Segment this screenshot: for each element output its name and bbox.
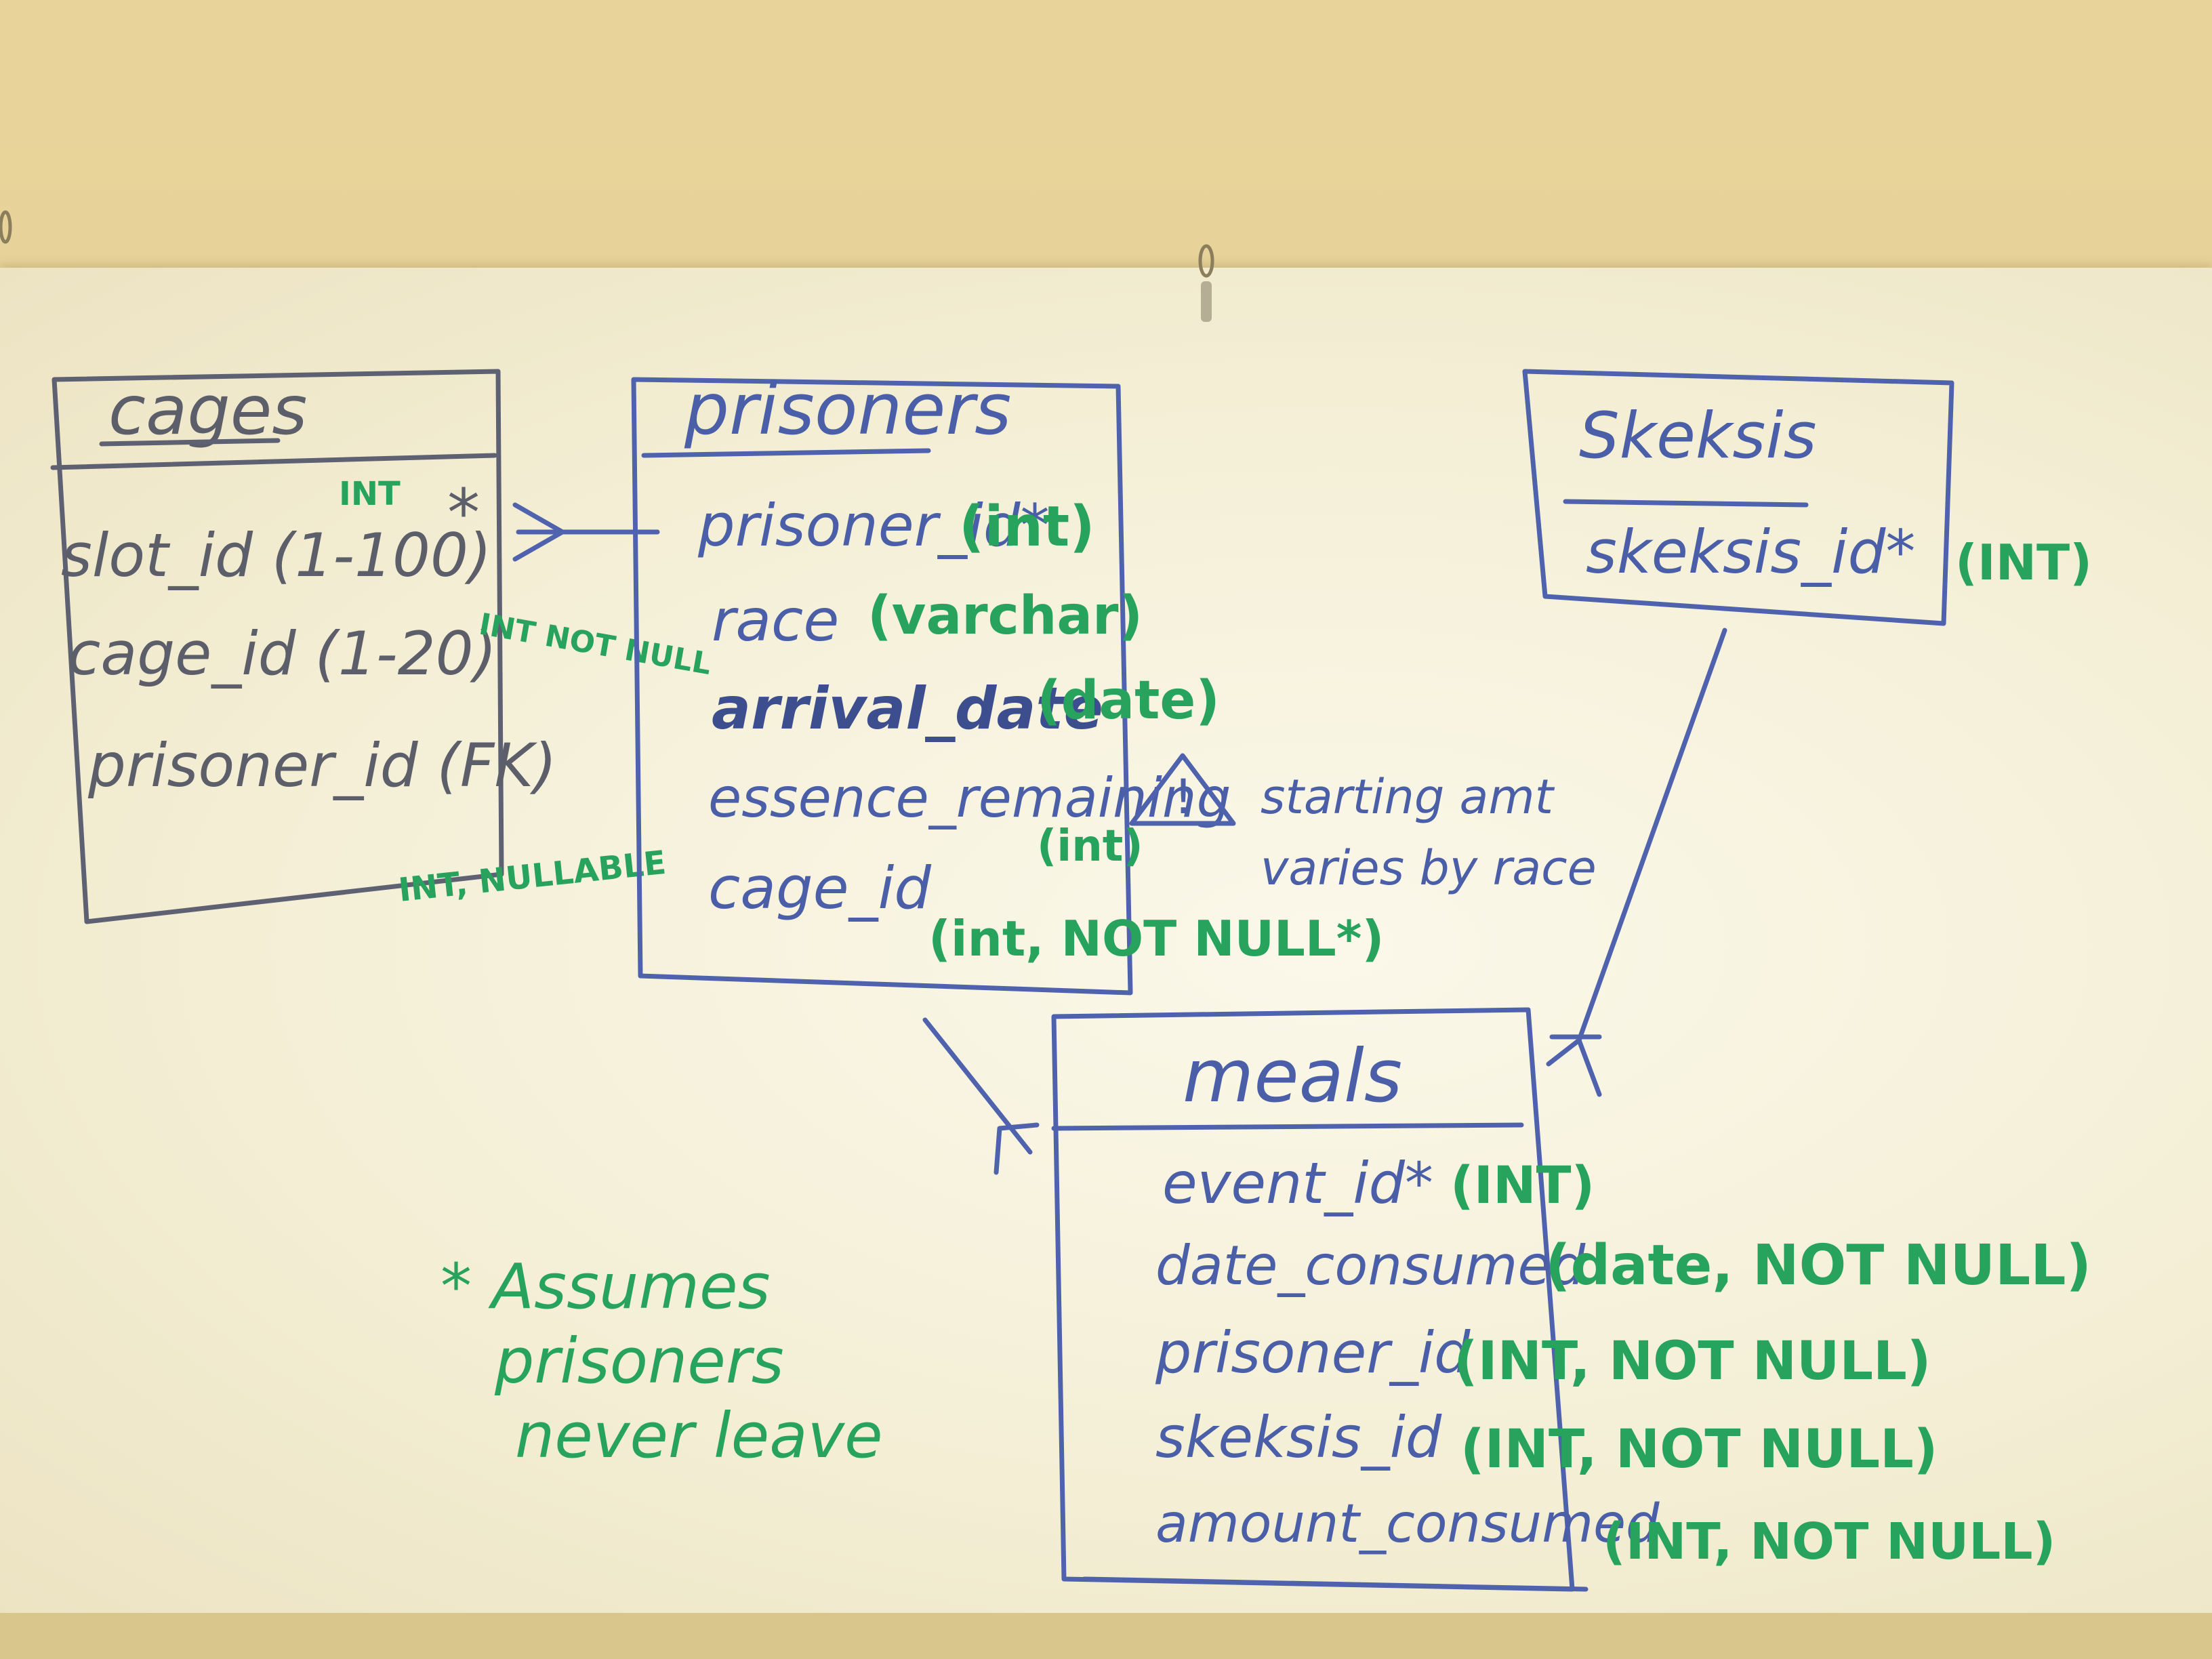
skeksis-border [1522, 369, 1954, 626]
table-prisoners: prisoners prisoner_id* (int) race (varch… [631, 368, 1597, 996]
meals-title: meals [1183, 1034, 1402, 1119]
cages-title: cages [108, 371, 307, 450]
prisoners-field-race-type: (varchar) [867, 586, 1143, 647]
prisoners-title: prisoners [684, 368, 1011, 451]
cages-field-cage-id-note: INT NOT NULL [476, 607, 714, 682]
prisoners-field-prisoner-id: prisoner_id* [697, 492, 1050, 560]
table-cages: cages slot_id (1-100) * INT cage_id (1-2… [50, 369, 714, 924]
hook-icon [1198, 244, 1214, 322]
cages-divider [50, 453, 497, 470]
prisoners-field-prisoner-id-type: (int) [959, 495, 1095, 559]
crow-foot-mark [512, 502, 565, 562]
footnote: * Assumes prisoners never leave [441, 1250, 883, 1472]
relation-line [922, 1017, 1033, 1155]
meals-field-date-consumed-type: (date, NOT NULL) [1545, 1233, 2091, 1298]
prisoners-field-arrival-date: arrival_date [712, 675, 1103, 743]
meals-field-date-consumed: date_consumed [1155, 1234, 1586, 1297]
cages-field-prisoner-id: prisoner_id (FK) [87, 731, 557, 800]
meals-divider [1051, 1122, 1524, 1131]
meals-field-event-id-type: (INT) [1450, 1155, 1595, 1215]
prisoners-field-arrival-date-type: (date) [1037, 670, 1220, 731]
meals-field-amount-consumed-type: (INT, NOT NULL) [1603, 1513, 2055, 1571]
meals-field-prisoner-id: prisoner_id [1155, 1319, 1471, 1386]
skeksis-divider [1563, 499, 1809, 508]
prisoners-field-cage-id: cage_id [708, 855, 931, 922]
meals-bottom-line [1082, 1576, 1589, 1592]
table-skeksis: Skeksis skeksis_id* (INT) [1522, 369, 2092, 626]
cages-field-slot-id-mark: * [447, 475, 480, 551]
cages-field-slot-id-note: INT [339, 475, 401, 513]
crow-foot-mark [994, 1122, 1040, 1175]
meals-field-amount-consumed: amount_consumed [1155, 1494, 1660, 1555]
cages-title-underline [99, 438, 281, 447]
crow-foot-mark [1546, 1034, 1602, 1097]
cages-field-cage-id: cage_id (1-20) [68, 619, 497, 689]
meals-field-skeksis-id: skeksis_id [1155, 1404, 1442, 1471]
skeksis-field-skeksis-id-type: (INT) [1955, 534, 2092, 591]
relation-prisoners-meals [922, 1017, 1040, 1175]
prisoners-field-race: race [712, 587, 839, 655]
cages-field-prisoner-id-note: INT, NULLABLE [396, 844, 668, 909]
cages-border [52, 369, 504, 924]
prisoners-border [631, 377, 1133, 996]
cages-field-slot-id: slot_id (1-100) [61, 520, 491, 590]
hook-icon [0, 210, 12, 244]
relation-skeksis-meals [1546, 628, 1727, 1097]
table-meals: meals event_id* (INT) date_consumed (dat… [1051, 1007, 2091, 1592]
warning-symbol: ! [1174, 769, 1193, 825]
prisoners-field-cage-id-type: (int, NOT NULL*) [928, 910, 1384, 967]
prisoners-title-underline [641, 448, 931, 458]
prisoners-field-essence-remaining: essence_remaining [708, 766, 1231, 830]
relation-line [1576, 628, 1727, 1043]
skeksis-title: Skeksis [1579, 399, 1816, 473]
board-tray [0, 1613, 2212, 1659]
skeksis-field-skeksis-id: skeksis_id* [1586, 517, 1915, 587]
prisoners-field-essence-remaining-type: (int) [1037, 821, 1143, 872]
meals-field-prisoner-id-type: (INT, NOT NULL) [1454, 1331, 1931, 1392]
meals-field-skeksis-id-type: (INT, NOT NULL) [1460, 1419, 1938, 1480]
meals-field-event-id: event_id* [1162, 1150, 1433, 1216]
whiteboard [0, 268, 2212, 1623]
warning-icon: ! [1129, 753, 1236, 826]
